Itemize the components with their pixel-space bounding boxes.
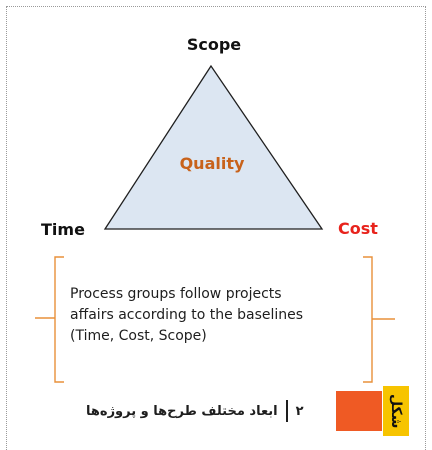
brace-note-line: affairs according to the baselines <box>70 307 304 323</box>
cost-label: Cost <box>338 219 378 238</box>
left-brace <box>35 256 64 383</box>
figure-caption: ۲ ابعاد مختلف طرح‌ها و پروژه‌ها <box>86 398 318 424</box>
brace-note-line: (Time, Cost, Scope) <box>70 328 207 344</box>
caption-separator <box>285 400 288 422</box>
scope-label: Scope <box>187 35 241 54</box>
figure-badge-word: شکل <box>383 386 409 436</box>
quality-label: Quality <box>180 154 245 173</box>
project-triangle <box>103 64 324 230</box>
figure-frame <box>6 6 426 450</box>
caption-text: ابعاد مختلف طرح‌ها و پروژه‌ها <box>86 403 278 419</box>
figure-badge <box>336 391 382 431</box>
caption-number: ۲ <box>295 403 304 419</box>
right-brace <box>363 256 395 383</box>
brace-note-line: Process groups follow projects <box>70 286 282 302</box>
time-label: Time <box>41 220 85 239</box>
brace-note: Process groups follow projects affairs a… <box>70 284 360 347</box>
